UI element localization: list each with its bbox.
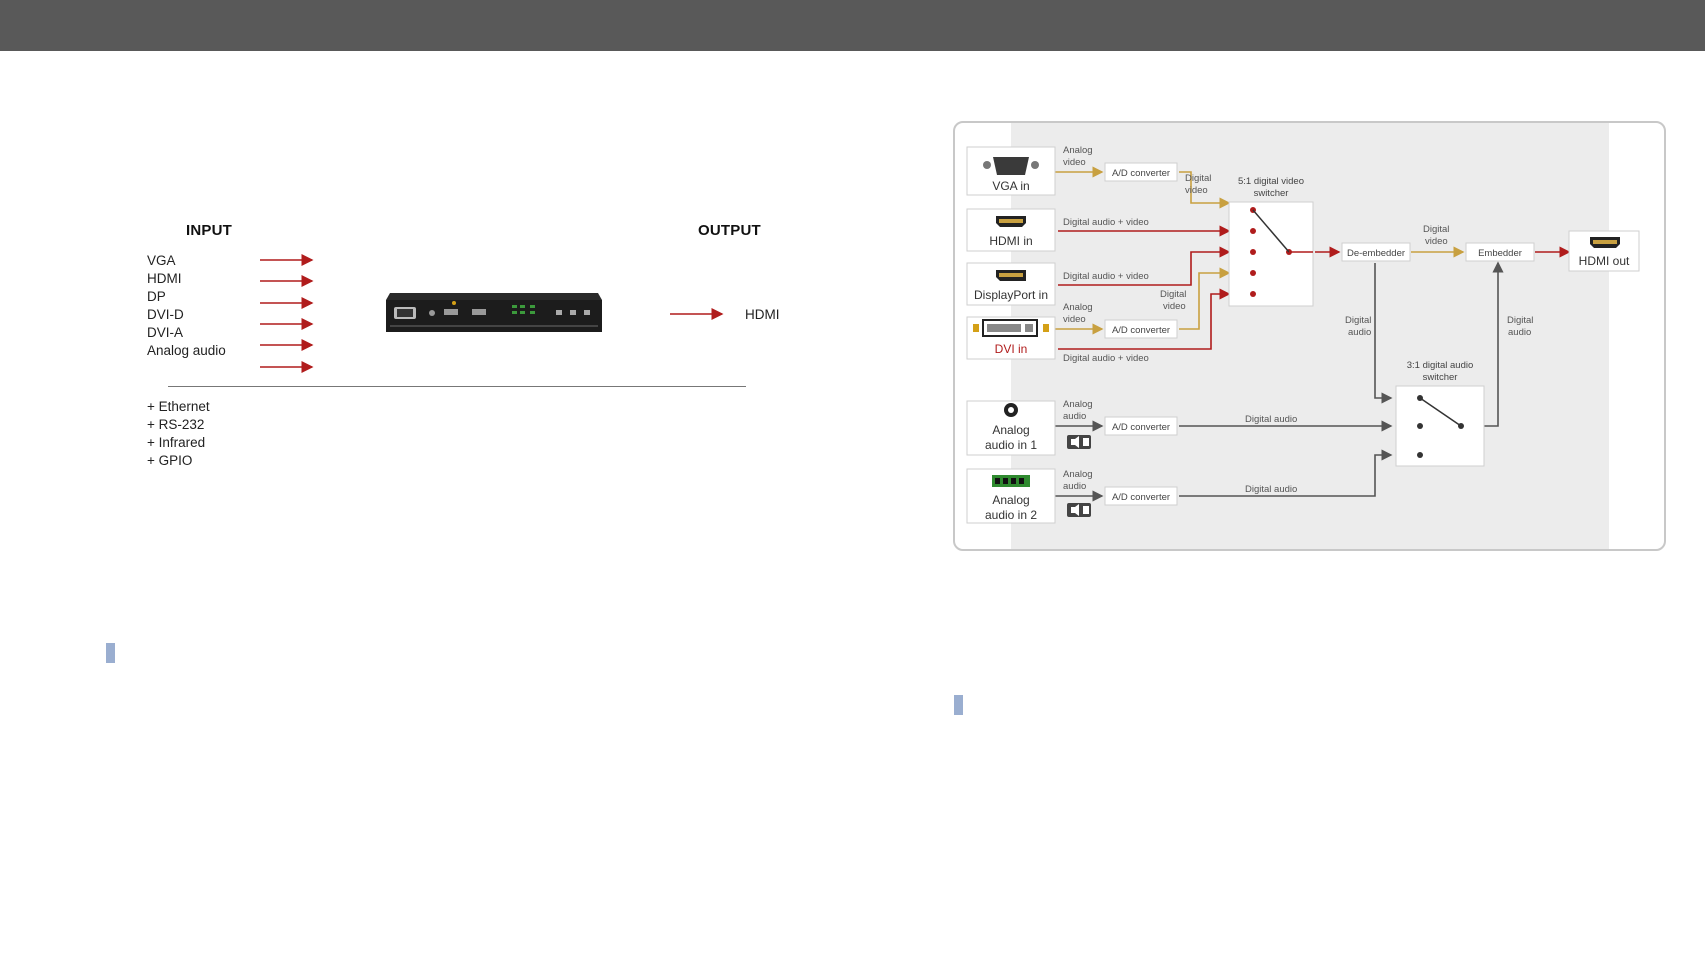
jack-connector-icon	[1004, 403, 1018, 417]
digital-audio-label: Digital audio	[1245, 414, 1297, 425]
embedder-block	[1465, 242, 1535, 262]
video-switcher-title-line1: 5:1 digital video	[1238, 176, 1304, 187]
digital-video-label: Digital	[1185, 173, 1211, 184]
digital-audio-label: audio	[1508, 327, 1531, 338]
analog-audio-1-label-line1: Analog	[992, 423, 1029, 437]
displayport-connector-icon	[996, 270, 1026, 281]
embedder-label: Embedder	[1478, 248, 1522, 259]
de-embedder-block	[1341, 242, 1411, 262]
ad-converter-block	[1104, 416, 1178, 436]
output-heading: OUTPUT	[698, 222, 761, 239]
extras-list: + Ethernet + RS-232 + Infrared + GPIO	[147, 398, 210, 470]
ad-converter-label: A/D converter	[1112, 422, 1170, 433]
hdmi-connector-icon	[996, 216, 1026, 227]
analog-audio-2-label-line2: audio in 2	[985, 508, 1037, 522]
divider-line	[168, 386, 746, 387]
digital-audio-label: Digital	[1345, 315, 1371, 326]
digital-audio-video-label: Digital audio + video	[1063, 217, 1149, 228]
output-arrow	[670, 308, 724, 320]
analog-video-label: video	[1063, 157, 1086, 168]
digital-audio-label: audio	[1348, 327, 1371, 338]
ad-converter-block	[1104, 486, 1178, 506]
top-header-bar	[0, 0, 1705, 51]
audio-switch-contacts	[1417, 395, 1464, 458]
analog-audio-label: audio	[1063, 411, 1086, 422]
dvi-in-label: DVI in	[995, 342, 1028, 356]
extra-feature: + Infrared	[147, 435, 206, 450]
analog-video-label: Analog	[1063, 145, 1093, 156]
audio-level-icon	[1067, 435, 1091, 449]
output-item: HDMI	[745, 307, 780, 322]
ad-converter-block	[1104, 162, 1178, 182]
video-switcher-block	[1228, 201, 1314, 307]
input-item: DVI-D	[147, 307, 184, 322]
digital-audio-label: Digital	[1507, 315, 1533, 326]
vga-in-label: VGA in	[992, 179, 1029, 193]
vga-connector-icon	[983, 157, 1039, 175]
extra-feature: + Ethernet	[147, 399, 210, 414]
hdmi-out-label: HDMI out	[1579, 254, 1630, 268]
analog-audio-1-label-line2: audio in 1	[985, 438, 1037, 452]
input-list: VGA HDMI DP DVI-D DVI-A Analog audio	[147, 252, 226, 360]
extra-feature: + GPIO	[147, 453, 193, 468]
ad-converter-label: A/D converter	[1112, 492, 1170, 503]
analog-video-label: Analog	[1063, 302, 1093, 313]
analog-video-label: video	[1063, 314, 1086, 325]
video-switch-contacts	[1250, 207, 1313, 297]
analog-audio-label: Analog	[1063, 399, 1093, 410]
digital-audio-label: Digital audio	[1245, 484, 1297, 495]
digital-video-label: video	[1163, 301, 1186, 312]
audio-switcher-block	[1395, 385, 1485, 467]
block-diagram-canvas: VGA in HDMI in DisplayPort in DVI in Ana…	[966, 123, 1640, 549]
digital-audio-video-label: Digital audio + video	[1063, 271, 1149, 282]
digital-video-label: video	[1185, 185, 1208, 196]
audio-level-icon	[1067, 503, 1091, 517]
hdmi-in-label: HDMI in	[989, 234, 1032, 248]
digital-video-label: Digital	[1423, 224, 1449, 235]
analog-audio-2-label-line1: Analog	[992, 493, 1029, 507]
section-marker	[106, 643, 115, 663]
digital-audio-video-label: Digital audio + video	[1063, 353, 1149, 364]
digital-video-label: Digital	[1160, 289, 1186, 300]
audio-switcher-title-line2: switcher	[1423, 372, 1458, 383]
block-diagram: VGA in HDMI in DisplayPort in DVI in Ana…	[953, 121, 1666, 551]
dvi-in-port	[966, 316, 1056, 360]
digital-video-label: video	[1425, 236, 1448, 247]
video-switcher-title-line2: switcher	[1254, 188, 1289, 199]
ad-converter-block	[1104, 319, 1178, 339]
extra-feature: + RS-232	[147, 417, 205, 432]
section-marker	[954, 695, 963, 715]
ad-converter-label: A/D converter	[1112, 168, 1170, 179]
input-item: DVI-A	[147, 325, 184, 340]
input-item: DP	[147, 289, 166, 304]
device-front-panel-image	[386, 293, 602, 332]
audio-switcher-title-line1: 3:1 digital audio	[1407, 360, 1474, 371]
analog-audio-label: audio	[1063, 481, 1086, 492]
dvi-connector-icon	[973, 319, 1049, 337]
de-embedder-label: De-embedder	[1347, 248, 1405, 259]
hdmi-in-port	[966, 208, 1056, 252]
ad-converter-label: A/D converter	[1112, 325, 1170, 336]
input-heading: INPUT	[186, 222, 232, 239]
input-item: VGA	[147, 253, 176, 268]
input-item: Analog audio	[147, 343, 226, 358]
hdmi-out-connector-icon	[1590, 237, 1620, 248]
dp-in-label: DisplayPort in	[974, 288, 1048, 302]
terminal-block-icon	[992, 475, 1030, 487]
input-item: HDMI	[147, 271, 182, 286]
input-arrows	[260, 254, 314, 373]
analog-audio-label: Analog	[1063, 469, 1093, 480]
